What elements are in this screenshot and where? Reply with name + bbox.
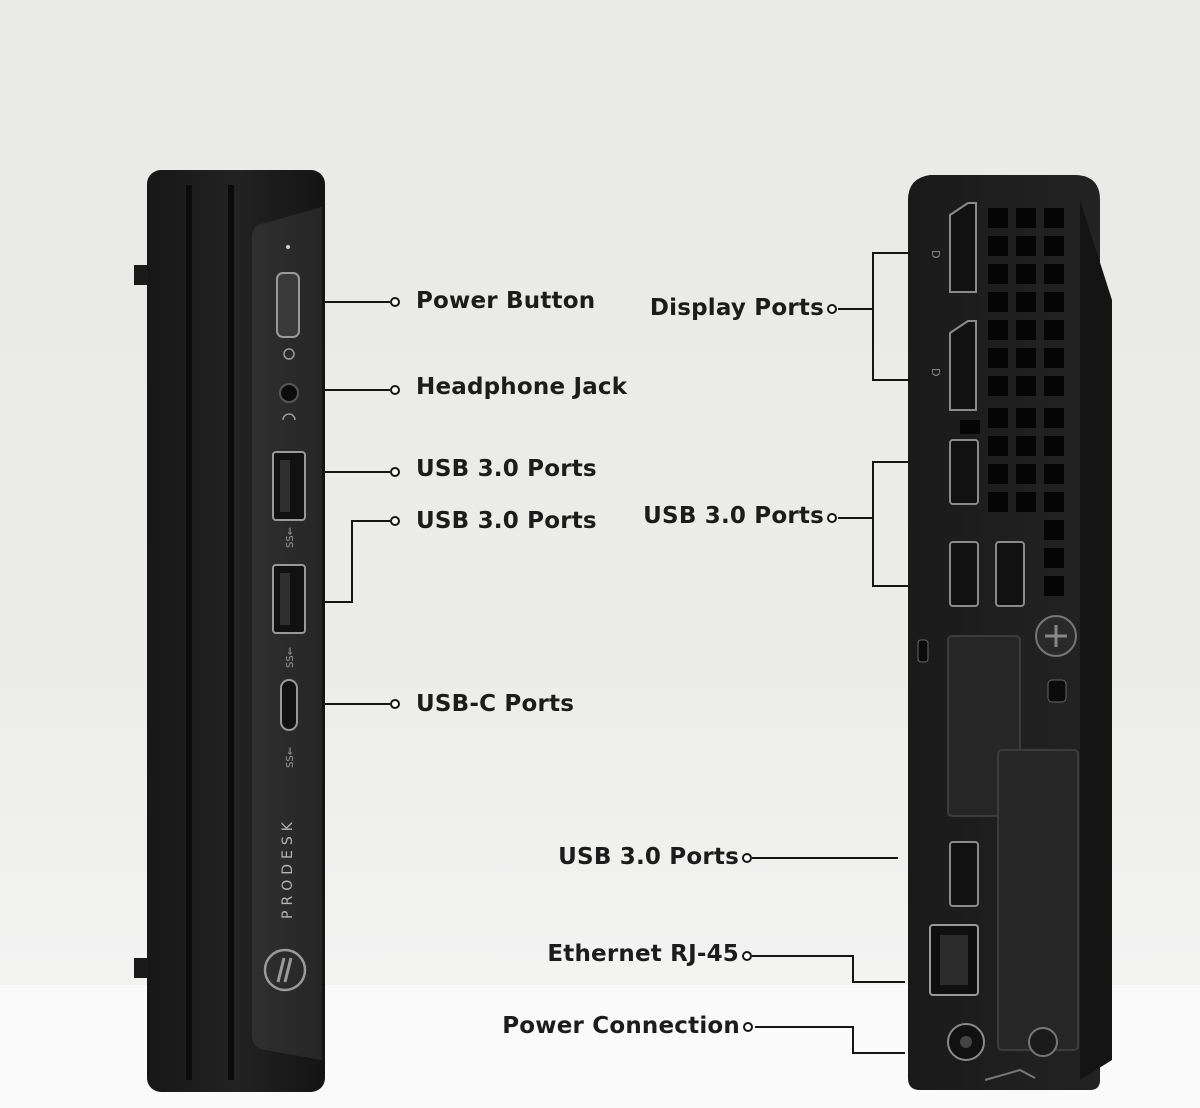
label-usb-front-top: USB 3.0 Ports (416, 456, 597, 482)
label-usb-rear-upper: USB 3.0 Ports (643, 503, 824, 529)
headphone-icon (282, 413, 296, 421)
displayport-icon: D (929, 250, 942, 258)
label-usb-rear-lower: USB 3.0 Ports (558, 844, 739, 870)
label-usb-front-bottom: USB 3.0 Ports (416, 508, 597, 534)
lock-slot-icon (1047, 679, 1067, 703)
brand-prodesk: PRODESK (280, 817, 296, 919)
rear-usb-4-shape (949, 841, 979, 907)
rear-usb-1-shape (949, 439, 979, 505)
power-button-shape (276, 272, 300, 338)
power-led (286, 245, 290, 249)
label-power-button: Power Button (416, 288, 596, 314)
front-unit: SS⇐ SS⇐ SS⇐ (134, 170, 325, 1092)
rear-unit: D D (908, 175, 1112, 1090)
label-headphone-jack: Headphone Jack (416, 374, 628, 400)
hp-logo-icon (263, 948, 307, 992)
callout-lines (322, 252, 910, 1054)
headphone-jack-shape (279, 383, 299, 403)
display-port-1-shape (949, 202, 977, 293)
label-usb-c: USB-C Ports (416, 691, 575, 717)
power-icon (283, 348, 295, 360)
display-port-2-shape (949, 320, 977, 411)
ss-usb-icon: SS⇐ (285, 527, 296, 548)
svg-text:SS⇐: SS⇐ (285, 747, 296, 768)
svg-text:D: D (929, 368, 942, 376)
rear-usb-3-shape (995, 541, 1025, 607)
vent-grid (960, 208, 1064, 596)
callout-dots (390, 297, 837, 1032)
usb-c-shape (280, 679, 298, 731)
label-display-ports: Display Ports (649, 295, 824, 321)
rear-usb-2-shape (949, 541, 979, 607)
label-ethernet: Ethernet RJ-45 (547, 941, 739, 967)
svg-text:SS⇐: SS⇐ (285, 647, 296, 668)
label-power-connection: Power Connection (502, 1013, 740, 1039)
